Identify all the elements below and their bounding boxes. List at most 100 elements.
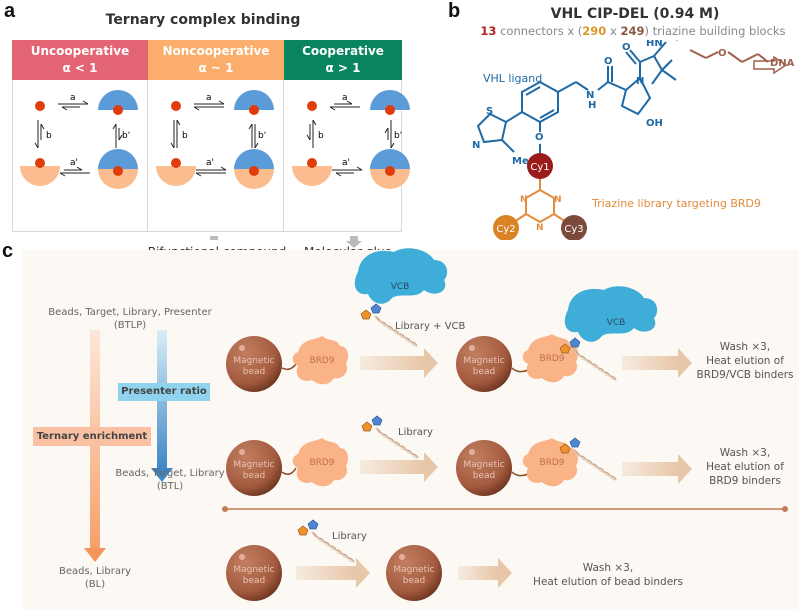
reagent-label: Library <box>332 531 367 542</box>
svg-text:a': a' <box>70 158 78 168</box>
bb2-count: 249 <box>620 24 645 38</box>
atom-n: N <box>586 90 594 101</box>
column-name: Uncooperative <box>30 44 130 58</box>
bead-label-line: bead <box>472 367 496 377</box>
atom-o: O <box>604 56 613 67</box>
bead-label-line: bead <box>242 367 266 377</box>
vhl-ligand-structure <box>476 41 677 154</box>
bead-label-line: Magnetic <box>393 565 435 575</box>
atom-oh: OH <box>646 118 663 129</box>
atom-o: O <box>718 48 727 59</box>
result-line: Wash ×3, <box>582 562 634 574</box>
bead-label-line: Magnetic <box>463 460 505 470</box>
connector-count: 13 <box>480 24 497 38</box>
result-text: Wash ×3, Heat elution of bead binders <box>518 561 698 589</box>
panel-b-title: VHL CIP-DEL (0.94 M) <box>550 6 720 22</box>
result-text: Wash ×3, Heat elution of BRD9/VCB binder… <box>692 340 798 382</box>
condition-text: Beads, Target, Library, Presenter <box>48 307 212 318</box>
presenter-ratio-label: Presenter ratio <box>118 383 210 401</box>
bead-label-line: bead <box>402 576 426 586</box>
condition-text: Beads, Library <box>58 566 132 577</box>
svg-text:a': a' <box>206 158 214 168</box>
result-line: Heat elution of bead binders <box>533 576 683 588</box>
triazine-library-label: Triazine library targeting BRD9 <box>591 197 761 210</box>
column-alpha: α < 1 <box>62 61 98 75</box>
svg-text:N: N <box>554 195 562 205</box>
vcb-label: VCB <box>606 318 626 328</box>
row-2 <box>226 415 692 496</box>
result-line: BRD9 binders <box>709 475 781 487</box>
flow-arrow-icon <box>424 348 438 378</box>
column-name: Cooperative <box>302 44 384 58</box>
column-alpha: α > 1 <box>325 61 361 75</box>
flow-arrow-icon <box>678 454 692 484</box>
condition-bl: Beads, Library (BL) <box>50 565 140 591</box>
subtitle-text: x <box>606 24 621 38</box>
svg-text:b: b <box>318 131 324 141</box>
brd9-label: BRD9 <box>539 354 565 364</box>
vcb-protein <box>354 248 448 304</box>
column-header-uncooperative: Uncooperative α < 1 <box>12 40 148 80</box>
result-line: Wash ×3, <box>719 447 771 459</box>
label-a: a <box>70 93 76 103</box>
cy1-label: Cy1 <box>530 162 549 173</box>
bead-label-line: Magnetic <box>233 356 275 366</box>
result-line: BRD9/VCB binders <box>696 369 794 381</box>
bead-label-line: Magnetic <box>233 565 275 575</box>
bead-label-line: Magnetic <box>463 356 505 366</box>
result-line: Wash ×3, <box>719 341 771 353</box>
brd9-label: BRD9 <box>309 356 335 366</box>
atom-n: N <box>636 76 644 87</box>
svg-text:a: a <box>342 93 348 103</box>
bead-label-line: Magnetic <box>233 460 275 470</box>
subtitle-text: connectors x ( <box>496 24 583 38</box>
dna-arrow-icon <box>753 55 788 75</box>
flow-arrow-icon <box>498 558 512 588</box>
vcb-protein <box>564 286 658 342</box>
cy2-label: Cy2 <box>496 224 515 235</box>
panel-a-label: a <box>4 0 16 22</box>
down-arrow-icon <box>346 236 362 248</box>
reagent-label: Library + VCB <box>395 321 466 332</box>
cycle-uncooperative: a b b' a' <box>20 90 138 189</box>
reagent-label: Library <box>398 427 433 438</box>
atom-n: N <box>472 140 480 151</box>
atom-h: H <box>588 100 596 111</box>
flow-arrow-icon <box>678 348 692 378</box>
bead-label-line: bead <box>242 471 266 481</box>
brd9-label: BRD9 <box>539 458 565 468</box>
svg-text:a': a' <box>342 158 350 168</box>
linker-structure <box>676 40 769 63</box>
cycle-cooperative: a b b' a' <box>292 90 410 189</box>
cy3-label: Cy3 <box>564 224 583 235</box>
equilibrium-diagrams: a b b' a' a b b' a' a b b' a' <box>20 90 410 240</box>
condition-abbr: (BL) <box>84 579 106 590</box>
chemical-structure: VHL ligand N H O N O HN OH S N Me O O O … <box>472 40 795 240</box>
down-arrow-icon <box>210 236 218 240</box>
svg-text:N: N <box>536 223 544 233</box>
result-text: Wash ×3, Heat elution of BRD9 binders <box>692 446 798 488</box>
column-header-cooperative: Cooperative α > 1 <box>284 40 402 80</box>
svg-text:b: b <box>46 131 52 141</box>
atom-o: O <box>622 42 631 53</box>
atom-hn: HN <box>646 40 663 49</box>
bb1-count: 290 <box>582 24 607 38</box>
flow-arrow-icon <box>424 452 438 482</box>
atom-o: O <box>535 132 544 143</box>
flow-arrow-icon <box>356 558 370 588</box>
vhl-ligand-label: VHL ligand <box>483 72 542 85</box>
vcb-label: VCB <box>390 282 410 292</box>
row-3 <box>226 519 512 601</box>
cycle-noncooperative: a b b' a' <box>156 90 274 189</box>
presenter-arrow-head <box>151 468 173 482</box>
svg-text:b': b' <box>122 131 130 141</box>
svg-text:N: N <box>520 195 528 205</box>
svg-text:b': b' <box>394 131 402 141</box>
condition-text: Beads, Target, Library <box>115 468 225 479</box>
